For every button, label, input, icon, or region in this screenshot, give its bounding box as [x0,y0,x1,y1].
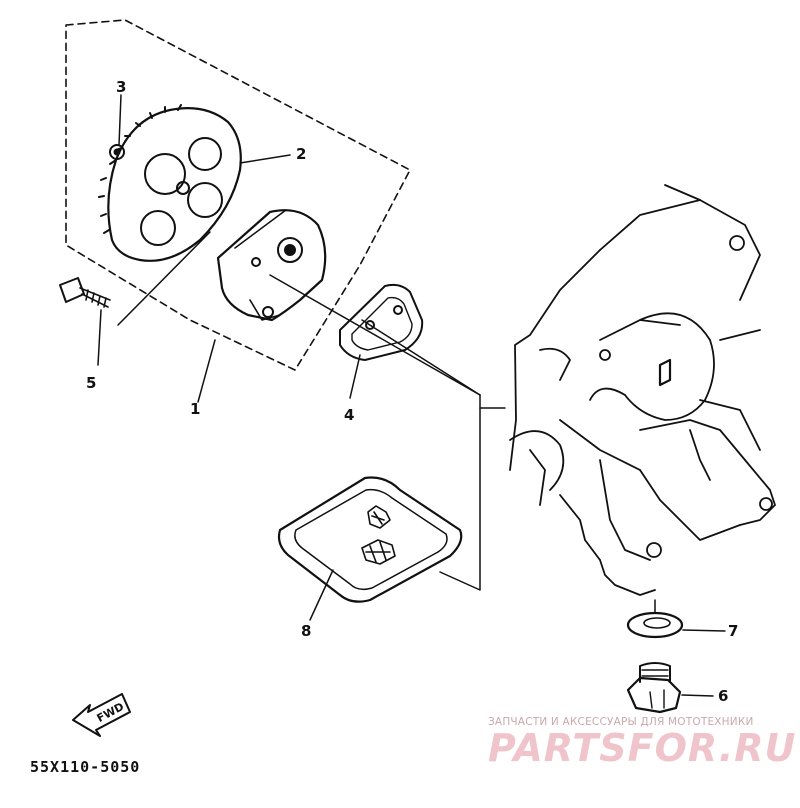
pump-gasket [339,283,424,361]
callout-1: 1 [190,400,201,418]
oil-pump-body [216,209,327,322]
oil-pump-gear [98,104,242,262]
watermark-tagline: ЗАПЧАСТИ И АКСЕССУАРЫ ДЛЯ МОТОТЕХНИКИ [488,716,754,728]
oil-strainer [277,476,463,603]
circlip [109,144,125,160]
callout-7: 7 [728,622,739,640]
callout-5: 5 [86,374,97,392]
washer [626,611,684,639]
bolt [59,277,111,308]
assembly-boundary [65,19,411,371]
drain-plug [626,662,682,714]
fwd-arrow-icon [72,693,131,737]
callout-6: 6 [718,687,729,705]
callout-2: 2 [296,145,307,163]
watermark-logo: PARTSFOR.RU [488,726,797,770]
leader-lines [97,94,726,697]
callout-8: 8 [301,622,312,640]
callout-4: 4 [344,406,355,424]
callout-3: 3 [116,78,127,96]
diagram-part-code: 55X110-5050 [30,758,141,776]
crankcase [509,184,776,596]
